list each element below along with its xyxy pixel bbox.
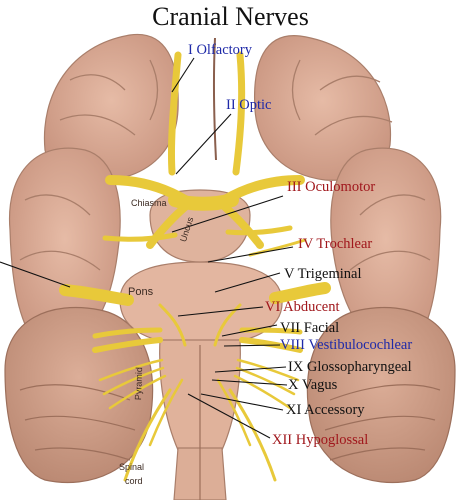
optic-tract-right [221,203,264,249]
label-trochlear: IV Trochlear [298,236,373,252]
leader-trigeminal [214,272,281,293]
leader-trochlear [207,246,294,263]
facial-left [92,327,163,339]
hypoglossal-left [148,378,184,447]
temporal-gyri [19,194,431,271]
label-facial: VII Facial [280,320,340,336]
label-optic: II Optic [226,97,272,113]
nerves-group [59,51,331,482]
facial-right [239,327,303,335]
abducent-right [213,303,242,347]
label-trigeminal: V Trigeminal [284,266,362,282]
label-accessory: XI Accessory [286,402,365,418]
label-abducent: VI Abducent [265,299,340,315]
label-oculomotor: III Oculomotor [287,179,376,195]
right-cerebellum [306,306,456,484]
oculomotor-left [102,232,178,242]
oculomotor-right [225,225,293,236]
leader-olfactory [171,57,195,93]
spinal-cord-label-line-1: Spinal [119,462,145,472]
vestibulocochlear-left [92,337,163,353]
leader-glossopharyngeal [214,366,287,373]
vagus-rootlets-left [98,358,167,410]
olfactory-tract-right [232,51,246,176]
leader-oculomotor [171,195,284,233]
leader-hypoglossal [187,393,271,439]
leader-accessory [200,393,284,411]
longitudinal-fissure [212,37,217,161]
vestibulocochlear-right [239,337,303,353]
olfactory-tract-left [167,51,182,176]
leader-facial [221,324,278,337]
label-vagus: X Vagus [288,377,338,393]
trigeminal-left [59,284,134,306]
label-hypoglossal: XII Hypoglossal [272,432,369,448]
leader-vestibulocochlear [223,344,281,347]
frontal-gyri [59,59,393,136]
chiasma-label: Chiasma [131,198,167,208]
accessory-right [228,388,277,482]
abducent-left [158,303,187,347]
pons-label: Pons [128,286,154,298]
leader-abducent [177,306,264,317]
leader-left-offscreen [0,261,71,288]
diagram-title: Cranial Nerves [152,2,309,31]
optic-chiasma [168,193,239,211]
optic-tract-left [146,203,189,249]
label-olfactory: I Olfactory [188,42,253,58]
accessory-left [123,388,172,482]
trigeminal-right [269,282,331,304]
leader-lines [0,57,294,439]
cerebellar-folia [19,384,441,461]
pyramid-label: Pyramid [133,367,145,401]
label-glossopharyngeal: IX Glossopharyngeal [288,359,412,375]
leader-optic [175,113,232,175]
spinal-cord-label-line-2: cord [125,476,143,486]
hypoglossal-right [216,378,252,447]
label-vestibulocochlear: VIII Vestibulocochlear [280,337,413,353]
leader-vagus [211,379,288,386]
